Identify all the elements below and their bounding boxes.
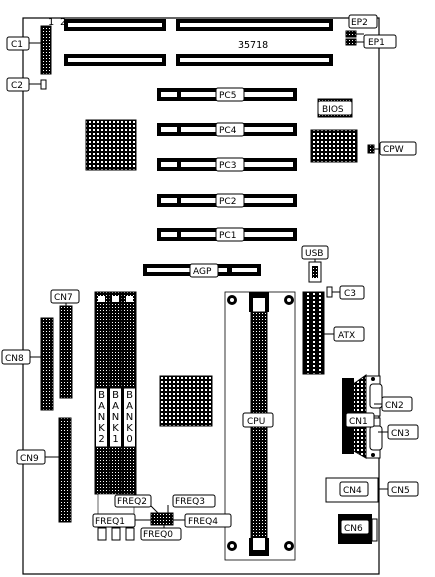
- callout-cn2: CN2: [381, 396, 413, 412]
- callout-pc3: PC3: [215, 157, 245, 172]
- callout-c2: C2: [6, 77, 30, 92]
- svg-text:AGP: AGP: [193, 267, 212, 277]
- callout-atx: ATX: [333, 326, 365, 342]
- svg-text:EP2: EP2: [351, 18, 368, 28]
- svg-text:FREQ1: FREQ1: [95, 517, 125, 527]
- component-c2: [40, 79, 47, 90]
- svg-text:BIOS: BIOS: [322, 105, 344, 115]
- callout-ep1: EP1: [363, 34, 397, 49]
- atx-power-connector: [302, 291, 325, 375]
- callout-cn6: CN6: [340, 519, 370, 535]
- callout-pc5: PC5: [215, 87, 245, 102]
- jumper-ep2: [345, 30, 357, 38]
- callout-cn8: CN8: [1, 349, 31, 365]
- svg-text:CN7: CN7: [54, 293, 73, 303]
- svg-text:PC5: PC5: [219, 91, 236, 101]
- chipset-north: [85, 119, 137, 171]
- svg-text:FREQ3: FREQ3: [175, 497, 205, 507]
- svg-text:CN8: CN8: [5, 354, 24, 364]
- callout-pc2: PC2: [215, 193, 245, 208]
- svg-text:CN9: CN9: [20, 454, 39, 464]
- model-number: 35718: [238, 40, 268, 51]
- svg-text:CN2: CN2: [385, 401, 404, 411]
- svg-text:FREQ2: FREQ2: [117, 497, 147, 507]
- connector-cn8: [40, 317, 54, 411]
- chipset-south: [310, 129, 358, 163]
- callout-cn4: CN4: [339, 481, 369, 497]
- svg-text:CN3: CN3: [391, 429, 410, 439]
- callout-ep2: EP2: [348, 14, 378, 29]
- svg-text:EP1: EP1: [368, 38, 385, 48]
- pin-marks: 1 2: [48, 17, 66, 28]
- cpw-connector: [367, 144, 375, 154]
- freq-jumper-block: [150, 512, 174, 526]
- svg-text:USB: USB: [305, 249, 323, 259]
- callout-freq0: FREQ0: [140, 527, 182, 541]
- component-c3: [326, 286, 333, 298]
- callout-cn1: CN1: [345, 412, 375, 428]
- callout-c3: C3: [339, 285, 365, 300]
- chipset-io: [159, 375, 213, 427]
- callout-freq2: FREQ2: [114, 494, 152, 508]
- svg-text:C1: C1: [11, 40, 23, 50]
- svg-text:PC1: PC1: [219, 231, 236, 241]
- callout-pc4: PC4: [215, 122, 245, 137]
- svg-text:PC2: PC2: [219, 197, 236, 207]
- callout-cn3: CN3: [387, 424, 419, 440]
- svg-text:CPW: CPW: [383, 145, 404, 155]
- callout-cn9: CN9: [16, 449, 46, 465]
- callout-bios: BIOS: [317, 100, 353, 116]
- callout-cpu: CPU: [242, 412, 274, 428]
- connector-c1: [40, 25, 52, 75]
- svg-text:CN1: CN1: [349, 417, 368, 427]
- callout-freq4: FREQ4: [184, 513, 232, 528]
- svg-text:CN6: CN6: [344, 524, 363, 534]
- callout-agp: AGP: [189, 263, 219, 278]
- callout-c1: C1: [6, 36, 30, 51]
- svg-text:CN4: CN4: [343, 486, 362, 496]
- jumper-ep1: [345, 38, 357, 46]
- svg-text:FREQ4: FREQ4: [188, 517, 218, 527]
- callout-pc1: PC1: [215, 227, 245, 242]
- callout-cn5: CN5: [387, 481, 419, 497]
- svg-text:C3: C3: [344, 289, 356, 299]
- svg-text:PC3: PC3: [219, 161, 236, 171]
- callout-freq3: FREQ3: [172, 494, 216, 508]
- svg-text:CPU: CPU: [247, 417, 265, 427]
- callout-cpw: CPW: [379, 141, 417, 156]
- callout-cn7: CN7: [50, 289, 80, 304]
- callout-usb: USB: [301, 245, 329, 260]
- connector-cn7: [59, 305, 73, 399]
- svg-text:PC4: PC4: [219, 126, 237, 136]
- svg-text:FREQ0: FREQ0: [143, 530, 173, 540]
- svg-text:C2: C2: [11, 81, 23, 91]
- svg-text:CN5: CN5: [391, 486, 410, 496]
- connector-cn9: [58, 417, 72, 523]
- callout-freq1: FREQ1: [92, 513, 136, 528]
- svg-text:ATX: ATX: [338, 331, 355, 341]
